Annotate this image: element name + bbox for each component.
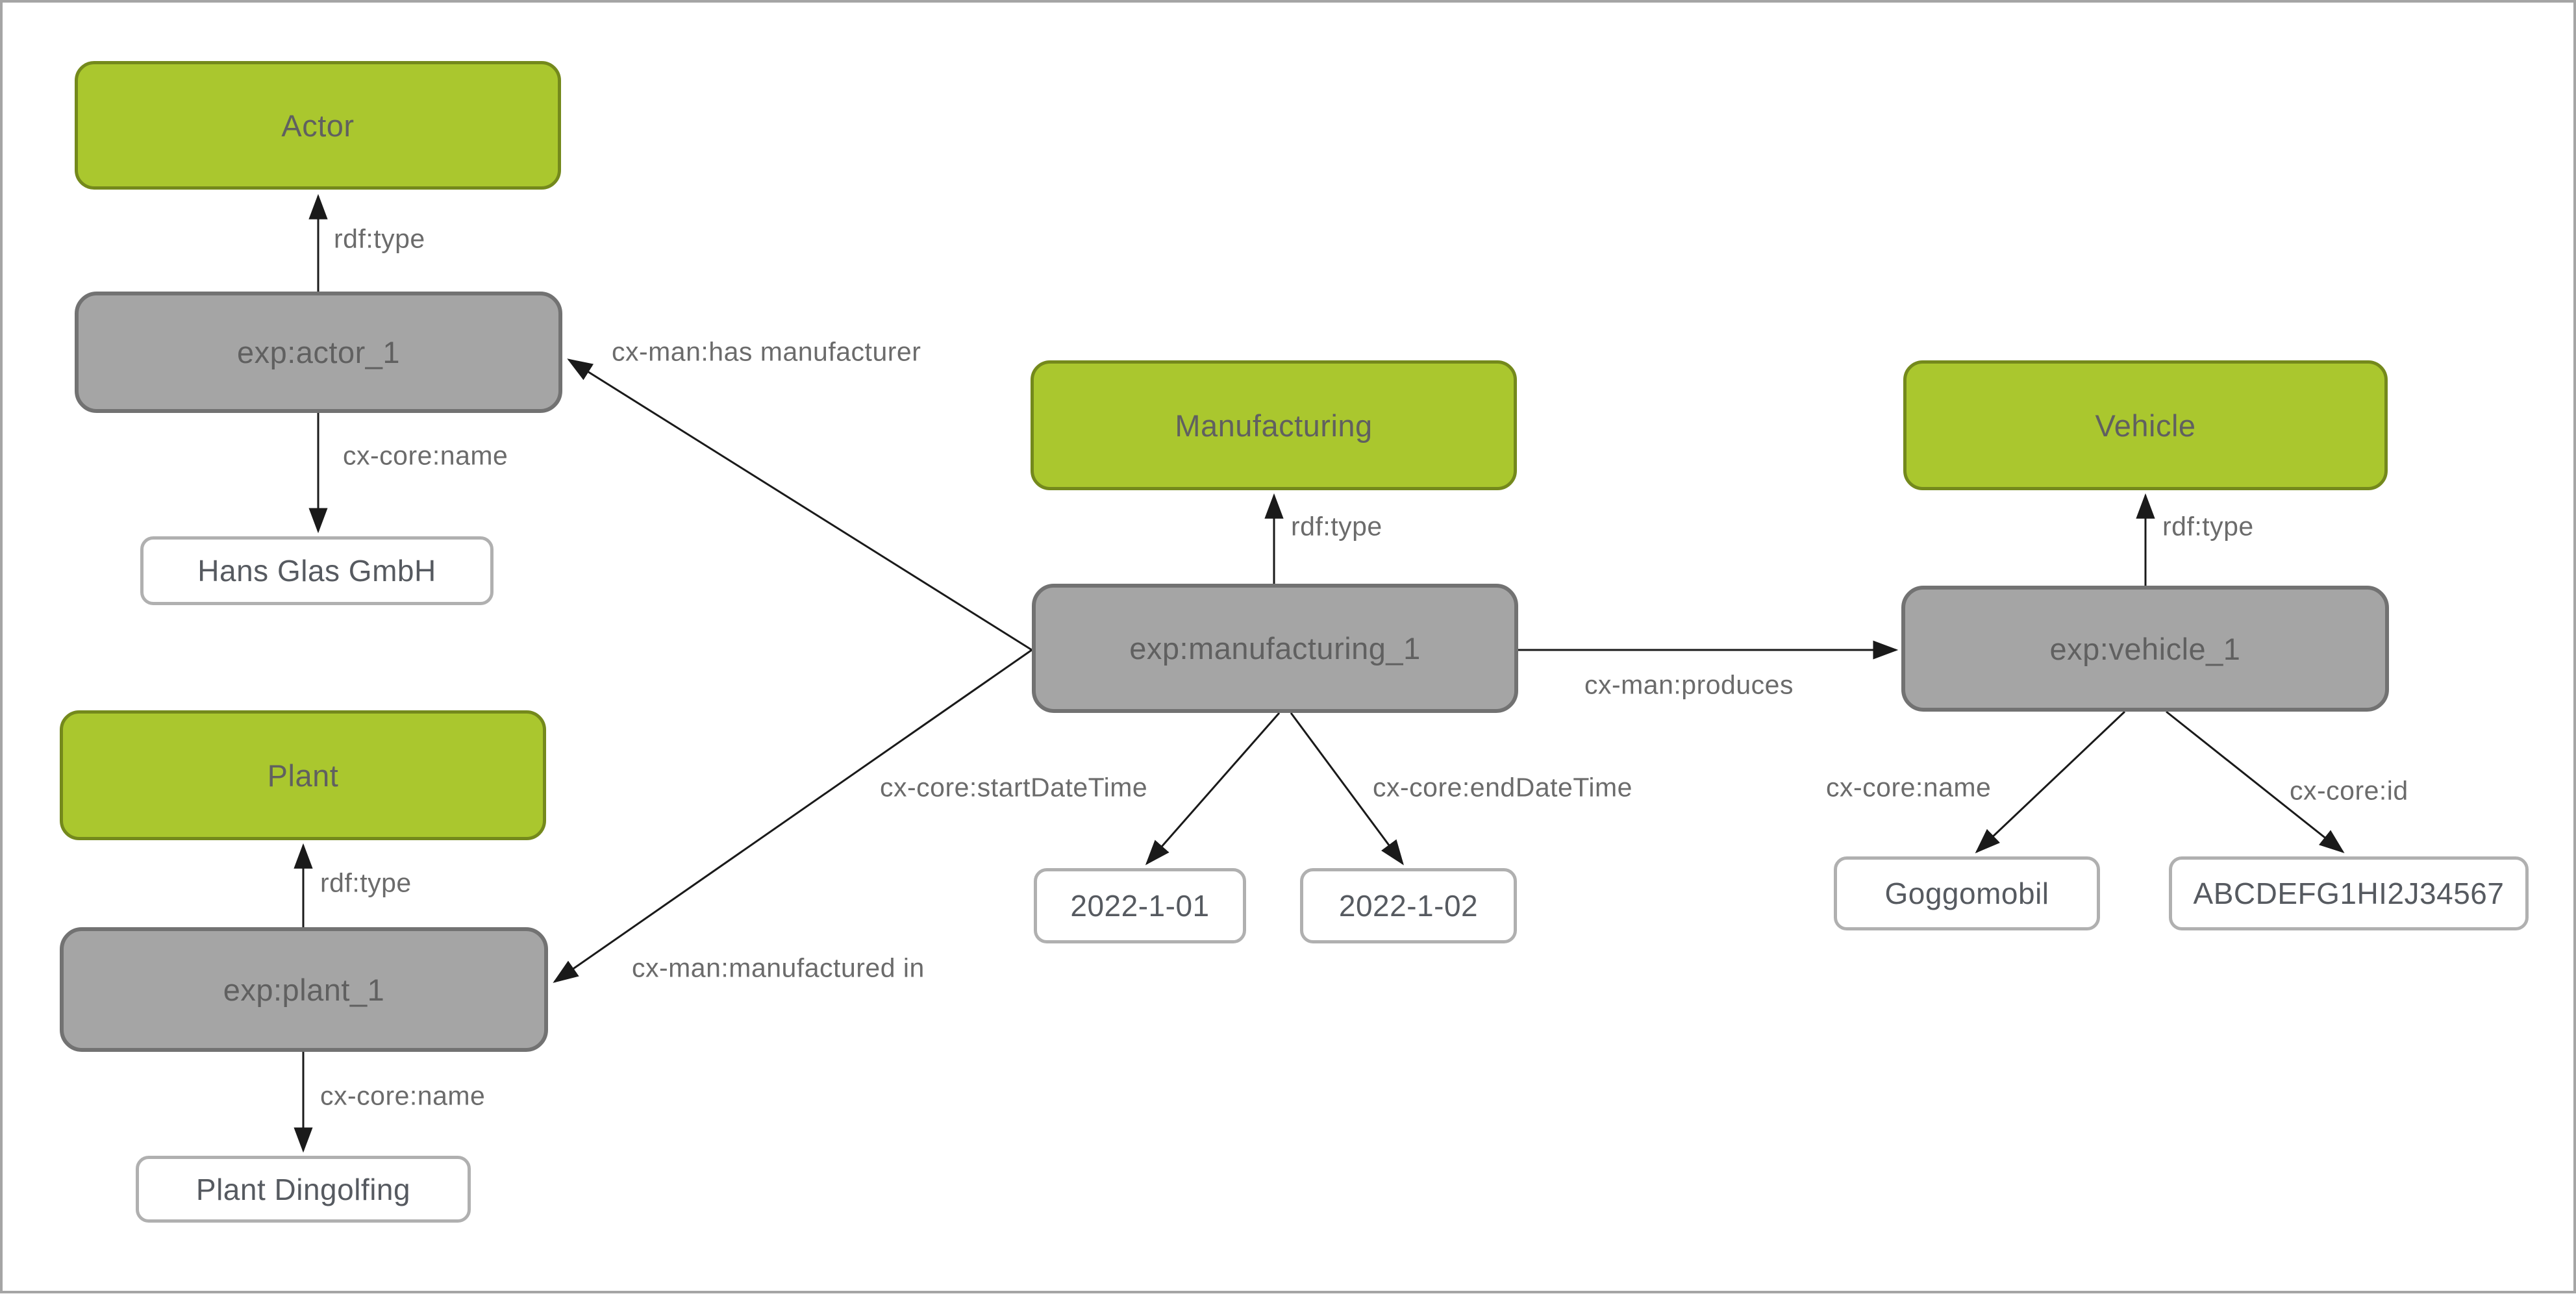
edge-label-vehicle-id: cx-core:id [2290,775,2408,806]
node-plant-class: Plant [60,710,546,840]
node-end-date-literal: 2022-1-02 [1300,868,1517,943]
node-actor-class: Actor [75,61,561,190]
node-vehicle-id-literal: ABCDEFG1HI2J34567 [2169,856,2529,930]
node-label: exp:plant_1 [223,972,385,1007]
node-start-date-literal: 2022-1-01 [1034,868,1246,943]
node-label: Plant Dingolfing [195,1172,411,1206]
node-label: exp:actor_1 [236,335,401,369]
node-label: Hans Glas GmbH [197,554,436,588]
node-label: 2022-1-01 [1070,889,1210,923]
node-label: Manufacturing [1175,408,1373,443]
node-actor-instance: exp:actor_1 [75,292,562,413]
node-vehicle-name-literal: Goggomobil [1834,856,2100,930]
node-vehicle-instance: exp:vehicle_1 [1901,586,2389,712]
node-plant-name-literal: Plant Dingolfing [136,1156,471,1223]
node-label: 2022-1-02 [1338,889,1479,923]
edge-label-vehicle-name: cx-core:name [1826,772,1992,803]
node-label: exp:manufacturing_1 [1129,631,1421,666]
edge-label-produces: cx-man:produces [1584,669,1794,700]
edge-label-vehicle-rdf-type: rdf:type [2162,511,2254,542]
edge-label-has-manufacturer: cx-man:has manufacturer [612,336,921,367]
edge-label-end-date: cx-core:endDateTime [1373,772,1632,803]
edge-label-plant-name: cx-core:name [320,1080,486,1111]
node-manufacturing-class: Manufacturing [1031,360,1517,490]
edge-label-manufacturing-rdf-type: rdf:type [1291,511,1382,542]
edge-label-actor-rdf-type: rdf:type [334,223,425,254]
edge-start-date [1145,712,1281,866]
node-label: Goggomobil [1884,877,2049,910]
node-label: Vehicle [2095,408,2196,443]
node-plant-instance: exp:plant_1 [60,927,548,1052]
edge-vehicle-name [1975,710,2126,854]
node-label: Plant [267,758,339,793]
edge-label-actor-name: cx-core:name [343,440,508,471]
node-label: Actor [281,108,355,143]
node-label: exp:vehicle_1 [2049,631,2241,666]
edge-has-manufacturer [567,358,1032,651]
node-label: ABCDEFG1HI2J34567 [2193,877,2505,910]
edge-label-plant-rdf-type: rdf:type [320,867,412,898]
node-manufacturing-instance: exp:manufacturing_1 [1032,584,1518,713]
node-actor-name-literal: Hans Glas GmbH [140,536,494,605]
node-vehicle-class: Vehicle [1903,360,2388,490]
edge-manufactured-in [553,649,1032,983]
edge-label-start-date: cx-core:startDateTime [880,772,1148,803]
edge-label-manufactured-in: cx-man:manufactured in [632,953,925,983]
